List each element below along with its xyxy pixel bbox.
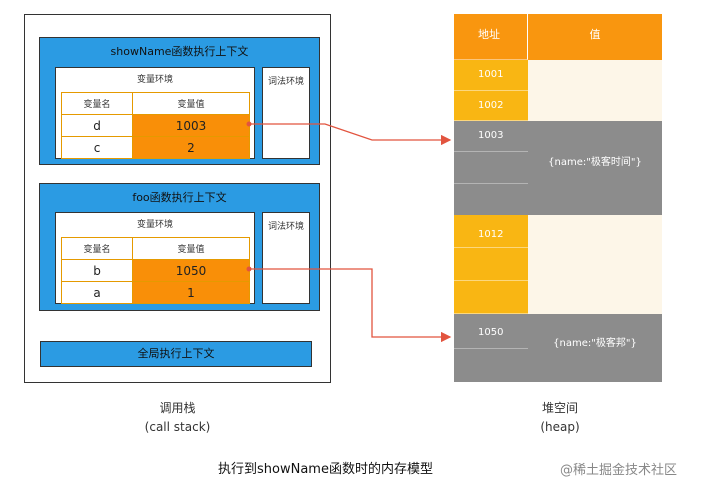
showname-variable-table: 变量名 变量值 d 1003 c 2: [61, 92, 250, 159]
var-value-a: 1: [132, 281, 250, 304]
heap-row-divider: [454, 348, 528, 349]
var-name-d: d: [61, 114, 133, 137]
foo-context-title: foo函数执行上下文: [132, 191, 227, 204]
foo-variable-env-title: 变量环境: [136, 220, 173, 230]
heap-value-1003: {name:"极客时间"}: [528, 121, 662, 215]
table-row: d 1003: [61, 114, 250, 137]
heap-address-empty: [454, 248, 528, 281]
heap-address-1012: 1012: [454, 215, 528, 248]
heap-address-1003-label: 1003: [478, 130, 504, 141]
foo-variable-environment: 变量环境 变量名 变量值 b 1050 a 1: [55, 212, 255, 304]
heap-value-1050: {name:"极客邦"}: [528, 314, 662, 382]
var-value-header: 变量值: [132, 237, 250, 260]
call-stack-label-en: (call stack): [144, 420, 211, 434]
table-row: b 1050: [61, 259, 250, 282]
var-value-d: 1003: [132, 114, 250, 137]
table-row: c 2: [61, 136, 250, 159]
heap-header: 地址 值: [454, 14, 662, 60]
heap-address-1050: 1050: [454, 314, 528, 382]
heap-row-divider: [454, 183, 528, 184]
heap-header-value: 值: [528, 14, 662, 60]
call-stack-label: 调用栈: [159, 401, 196, 415]
watermark: @稀土掘金技术社区: [560, 463, 678, 478]
var-name-c: c: [61, 136, 133, 159]
table-row: a 1: [61, 281, 250, 304]
heap-address-1001: 1001: [454, 60, 528, 91]
heap-row-empty: [454, 281, 662, 315]
var-value-header: 变量值: [132, 92, 250, 115]
foo-variable-table: 变量名 变量值 b 1050 a 1: [61, 237, 250, 304]
var-name-a: a: [61, 281, 133, 304]
heap-value-1002: [528, 91, 662, 122]
arrow-d-to-1003: [249, 123, 452, 146]
heap-row-1002: 1002: [454, 91, 662, 122]
heap-object-1050: 1050 {name:"极客邦"}: [454, 314, 662, 382]
arrow-b-to-1050: [249, 268, 452, 343]
heap-address-1003: 1003: [454, 121, 528, 215]
heap-object-1003: 1003 {name:"极客时间"}: [454, 121, 662, 215]
heap-address-1002: 1002: [454, 91, 528, 121]
call-stack-caption: 调用栈 (call stack): [100, 399, 255, 434]
showname-variable-env-title: 变量环境: [136, 75, 173, 85]
showname-lexical-environment: 词法环境: [262, 67, 310, 159]
figure-title: 执行到showName函数时的内存模型: [218, 462, 433, 477]
heap-label-en: (heap): [540, 420, 580, 434]
heap-caption: 堆空间 (heap): [500, 399, 620, 434]
var-name-b: b: [61, 259, 133, 282]
heap-row-divider: [454, 151, 528, 152]
heap-header-address: 地址: [454, 14, 528, 60]
var-value-c: 2: [132, 136, 250, 159]
showname-context-title: showName函数执行上下文: [110, 45, 249, 58]
heap-label: 堆空间: [541, 401, 578, 415]
global-execution-context: 全局执行上下文: [40, 341, 312, 367]
heap-address-1050-label: 1050: [478, 327, 504, 338]
showname-variable-environment: 变量环境 变量名 变量值 d 1003 c 2: [55, 67, 255, 159]
foo-lexical-environment: 词法环境: [262, 212, 310, 304]
heap-address-empty: [454, 281, 528, 314]
